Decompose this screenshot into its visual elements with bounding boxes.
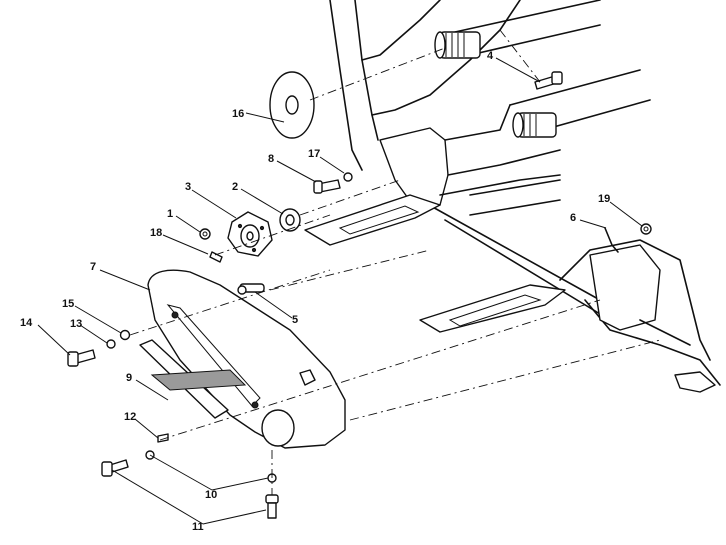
washer-17	[343, 172, 353, 182]
large-washer	[269, 71, 315, 139]
leader-lines	[37, 57, 643, 525]
callout-14: 14	[20, 317, 33, 329]
washer-13	[106, 339, 116, 349]
callout-labels: 1 2 3 4 5 6 7 8 9 10 11 12 13 14 15 16 1…	[20, 50, 610, 533]
screw-18	[209, 251, 223, 263]
pin-5	[237, 283, 265, 295]
nut-1	[199, 228, 211, 240]
bolt-8	[313, 179, 341, 194]
callout-18: 18	[150, 227, 162, 239]
callout-8: 8	[268, 153, 274, 165]
assembly-axes	[129, 29, 661, 495]
callout-6: 6	[570, 212, 576, 224]
callout-3: 3	[185, 181, 191, 193]
callout-17: 17	[308, 148, 320, 160]
footrest-left	[304, 194, 441, 246]
spacer-bushing	[279, 208, 301, 232]
splined-shaft-upper	[434, 31, 481, 59]
bearing-flange	[227, 211, 273, 257]
callout-13: 13	[70, 318, 82, 330]
chain-guard-9	[139, 339, 247, 419]
callout-7: 7	[90, 261, 96, 273]
callout-16: 16	[232, 108, 244, 120]
callout-15: 15	[62, 298, 74, 310]
callout-1: 1	[167, 208, 173, 220]
callout-19: 19	[598, 193, 610, 205]
nut-19	[640, 223, 652, 235]
frame-assembly	[329, 0, 721, 393]
callout-11: 11	[192, 521, 204, 533]
clip-6	[604, 227, 619, 253]
callout-5: 5	[292, 314, 298, 326]
splined-shaft-lower	[512, 112, 557, 138]
bolt-11-lower	[265, 473, 279, 519]
callout-2: 2	[232, 181, 238, 193]
callout-12: 12	[124, 411, 136, 423]
callout-10: 10	[205, 489, 217, 501]
bolt-4	[534, 71, 563, 90]
callout-4: 4	[487, 50, 494, 62]
footrest-right	[419, 284, 566, 333]
bolt-14	[67, 349, 96, 367]
nut-15	[119, 329, 131, 341]
bolt-10-upper	[101, 450, 155, 477]
callout-9: 9	[126, 372, 132, 384]
